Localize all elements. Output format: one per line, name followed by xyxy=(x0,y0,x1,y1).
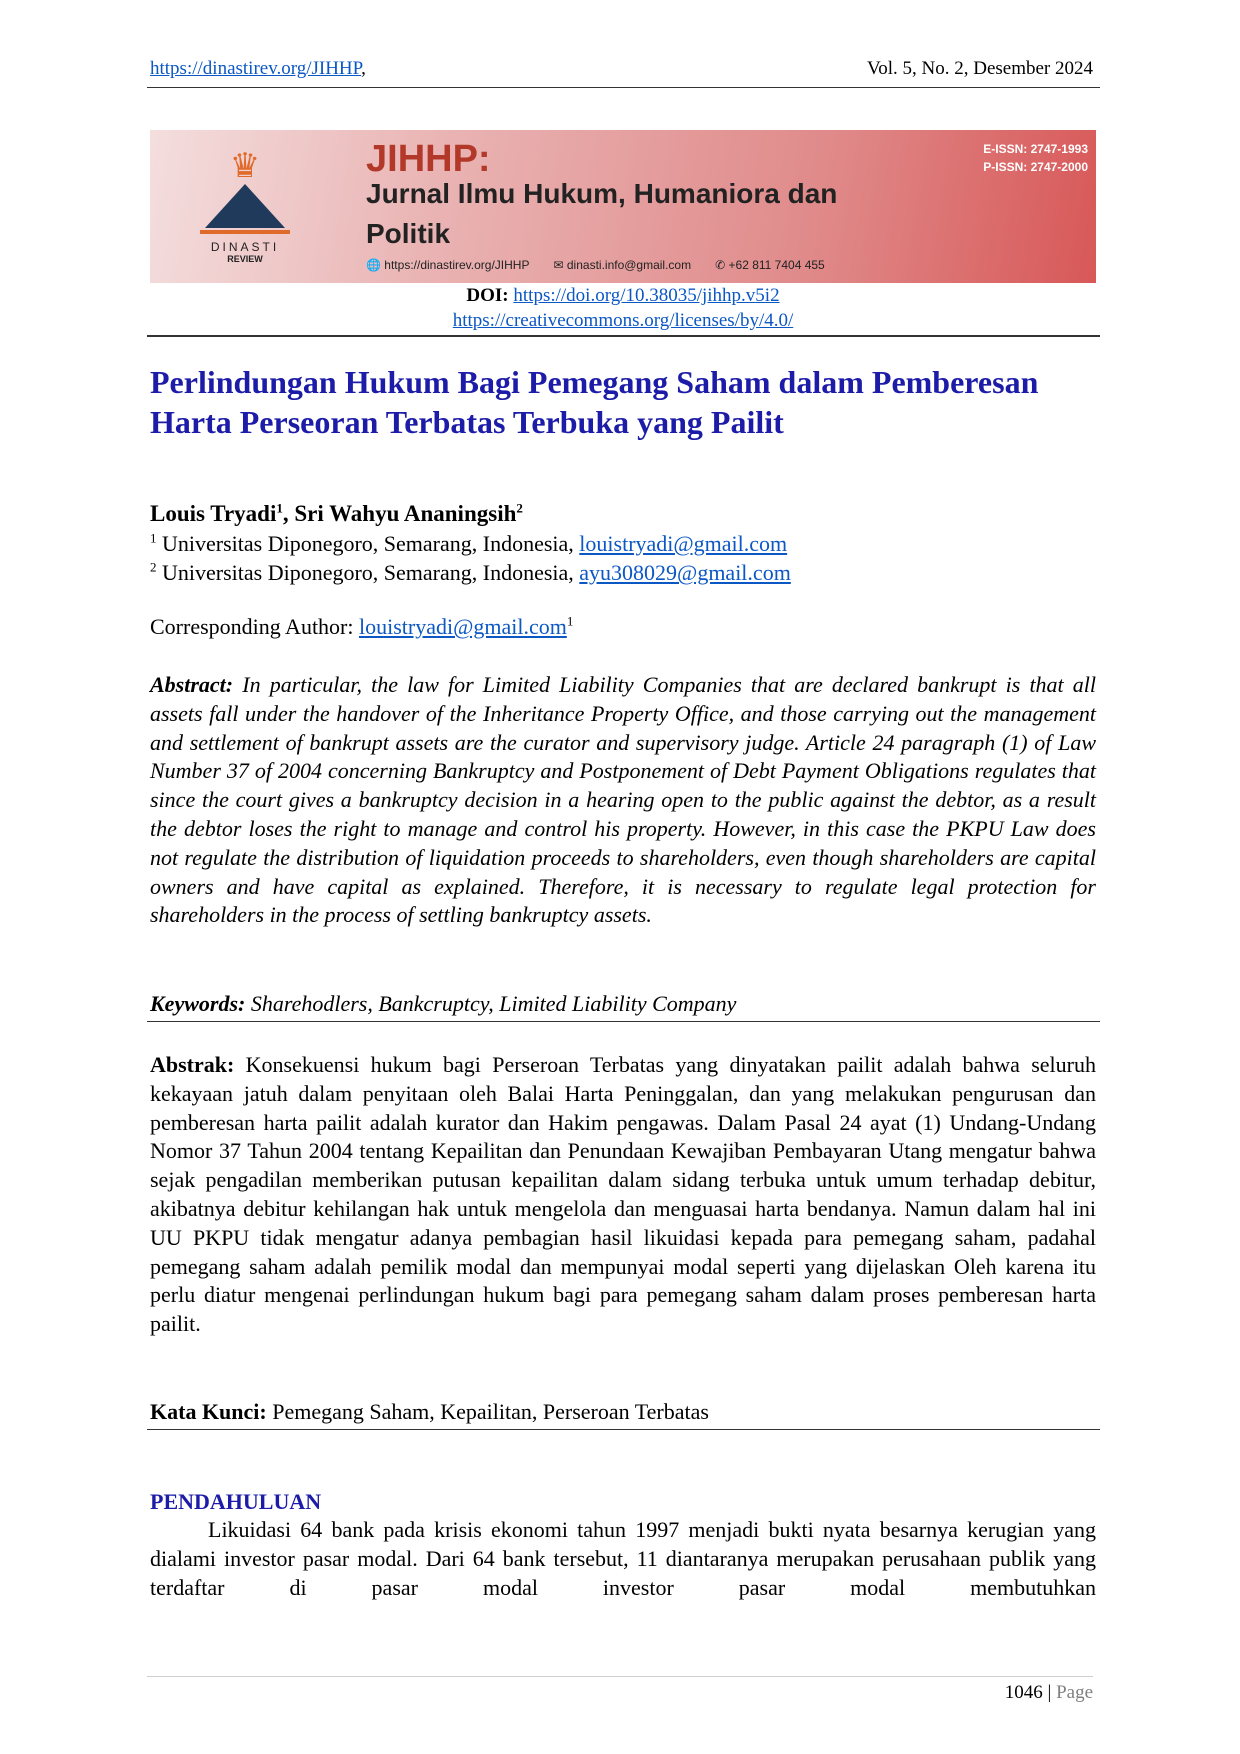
journal-name-line2: Politik xyxy=(366,218,451,249)
phone-icon: ✆ xyxy=(715,258,726,272)
corresponding-email-link[interactable]: louistryadi@gmail.com xyxy=(359,614,567,639)
title-line-1: Perlindungan Hukum Bagi Pemegang Saham d… xyxy=(150,364,1039,400)
title-line-2: Harta Perseoran Terbatas Terbuka yang Pa… xyxy=(150,404,784,440)
email-text: dinasti.info@gmail.com xyxy=(566,258,692,272)
abstrak-text: Konsekuensi hukum bagi Perseroan Terbata… xyxy=(150,1052,1096,1337)
author-name: Sri Wahyu Ananingsih xyxy=(294,501,517,526)
abstract-label: Abstract: xyxy=(150,672,234,697)
author-email-link[interactable]: louistryadi@gmail.com xyxy=(579,531,788,556)
affiliation-sup: 1 xyxy=(150,530,157,546)
page-footer: 1046 | Page xyxy=(1005,1682,1093,1704)
phone-contact: ✆ +62 811 7404 455 xyxy=(715,258,825,272)
eissn: E-ISSN: 2747-1993 xyxy=(983,142,1088,156)
crown-book-icon: ♛ xyxy=(229,147,261,185)
keywords-en: Keywords: Sharehodlers, Bankcruptcy, Lim… xyxy=(150,990,1096,1019)
journal-url-header: https://dinastirev.org/JIHHP, xyxy=(150,58,366,80)
article-title: Perlindungan Hukum Bagi Pemegang Saham d… xyxy=(150,362,1110,442)
url-suffix: , xyxy=(361,58,366,79)
author-sup: 1 xyxy=(276,500,283,516)
intro-text: Likuidasi 64 bank pada krisis ekonomi ta… xyxy=(150,1517,1096,1600)
pissn: P-ISSN: 2747-2000 xyxy=(983,160,1088,174)
website-text: https://dinastirev.org/JIHHP xyxy=(384,258,530,272)
website-contact: 🌐 https://dinastirev.org/JIHHP xyxy=(366,258,529,272)
logo-sub: REVIEW xyxy=(227,254,263,264)
abstract-text: In particular, the law for Limited Liabi… xyxy=(150,672,1097,928)
volume-info: Vol. 5, No. 2, Desember 2024 xyxy=(866,58,1093,79)
author-list: Louis Tryadi1, Sri Wahyu Ananingsih2 xyxy=(150,500,523,526)
author-name: Louis Tryadi xyxy=(150,501,277,526)
kata-kunci-rule xyxy=(147,1429,1100,1430)
page-number: 1046 xyxy=(1004,1682,1043,1703)
affiliation-sup: 2 xyxy=(150,559,157,575)
dinasti-logo: ♛ DINASTI REVIEW xyxy=(190,148,300,264)
phone-text: +62 811 7404 455 xyxy=(728,258,825,272)
journal-abbr: JIHHP: xyxy=(366,138,491,180)
logo-name: DINASTI xyxy=(210,240,280,254)
intro-paragraph: Likuidasi 64 bank pada krisis ekonomi ta… xyxy=(150,1516,1096,1602)
banner-rule xyxy=(147,335,1100,337)
author-sup: 2 xyxy=(516,500,523,516)
keywords-text: Sharehodlers, Bankcruptcy, Limited Liabi… xyxy=(250,991,737,1016)
book-icon xyxy=(205,184,285,228)
corresponding-label: Corresponding Author: xyxy=(150,614,354,639)
journal-url-link[interactable]: https://dinastirev.org/JIHHP xyxy=(150,58,362,79)
affiliation-text: Universitas Diponegoro, Semarang, Indone… xyxy=(162,560,574,585)
envelope-icon: ✉ xyxy=(553,258,564,272)
affiliation-text: Universitas Diponegoro, Semarang, Indone… xyxy=(162,531,574,556)
keywords-rule xyxy=(147,1021,1100,1022)
abstract-en: Abstract: In particular, the law for Lim… xyxy=(150,671,1096,930)
kata-kunci: Kata Kunci: Pemegang Saham, Kepailitan, … xyxy=(150,1398,1096,1427)
license-link[interactable]: https://creativecommons.org/licenses/by/… xyxy=(452,310,794,331)
journal-name-line1: Jurnal Ilmu Hukum, Humaniora dan xyxy=(366,178,838,209)
abstrak-id: Abstrak: Konsekuensi hukum bagi Perseroa… xyxy=(150,1051,1096,1339)
doi-label: DOI: xyxy=(466,285,509,306)
affiliation-2: 2 Universitas Diponegoro, Semarang, Indo… xyxy=(150,559,1096,588)
page-label: Page xyxy=(1056,1682,1093,1703)
section-heading: PENDAHULUAN xyxy=(150,1489,322,1514)
license-line: https://creativecommons.org/licenses/by/… xyxy=(150,310,1096,332)
globe-icon: 🌐 xyxy=(366,258,381,272)
author-email-link[interactable]: ayu308029@gmail.com xyxy=(579,560,791,585)
footer-separator: | xyxy=(1047,1682,1052,1703)
affiliation-1: 1 Universitas Diponegoro, Semarang, Indo… xyxy=(150,530,1096,559)
header-rule xyxy=(147,87,1100,88)
keywords-label: Keywords: xyxy=(150,991,246,1016)
corresponding-sup: 1 xyxy=(566,613,574,629)
doi-link[interactable]: https://doi.org/10.38035/jihhp.v5i2 xyxy=(513,285,780,306)
corresponding-author: Corresponding Author: louistryadi@gmail.… xyxy=(150,613,1096,642)
email-contact: ✉ dinasti.info@gmail.com xyxy=(553,258,691,272)
doi-line: DOI: https://doi.org/10.38035/jihhp.v5i2 xyxy=(150,285,1096,307)
journal-banner: ♛ DINASTI REVIEW JIHHP: Jurnal Ilmu Huku… xyxy=(150,130,1096,283)
kata-kunci-label: Kata Kunci: xyxy=(150,1399,267,1424)
footer-rule xyxy=(147,1676,1093,1677)
kata-kunci-text: Pemegang Saham, Kepailitan, Perseroan Te… xyxy=(272,1399,709,1424)
abstrak-label: Abstrak: xyxy=(150,1052,235,1077)
contact-row: 🌐 https://dinastirev.org/JIHHP ✉ dinasti… xyxy=(366,258,825,272)
